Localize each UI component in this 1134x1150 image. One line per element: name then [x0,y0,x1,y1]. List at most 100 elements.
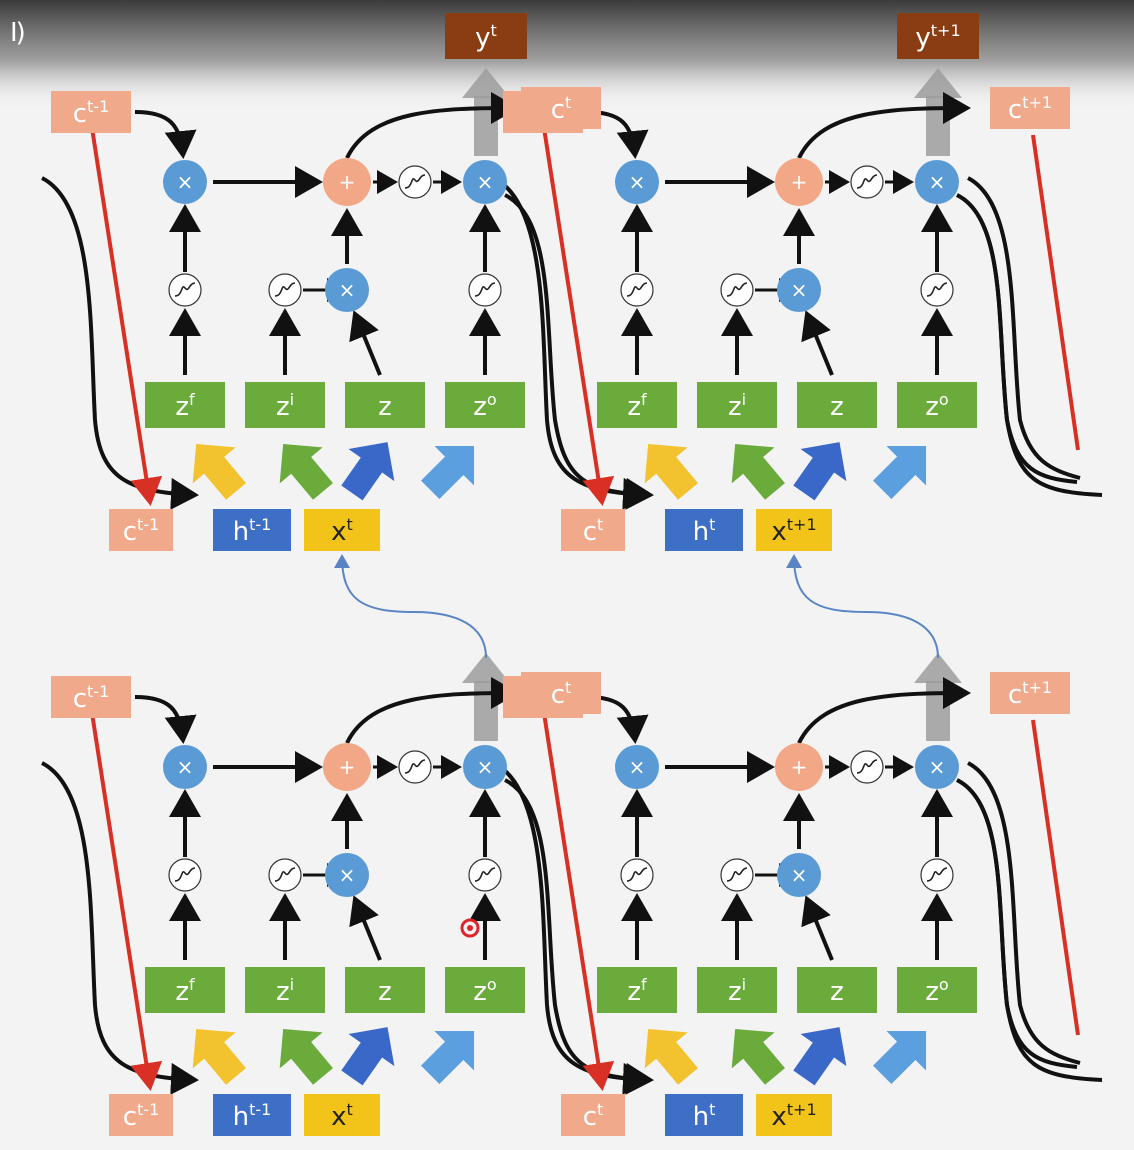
row0-cell1-cell-path-next [1031,134,1080,451]
row0-c-mid-rect [521,87,601,129]
row0-cell1-tanh-out [850,165,884,199]
row0-cell1-input-arrow-i-shape [731,443,785,500]
row0-cell1-input-arrow-o [873,445,927,499]
row0-cell1-sigma-o [920,273,954,307]
row1-cell0-forget-mult-symbol: × [177,755,194,779]
row0-cell0-y-out: yt [445,13,527,59]
row0-cell0-tanh-out [398,165,432,199]
row0-cell1-gate-2-rect [797,382,877,428]
row1-cell1-input-arrow-i-shape [731,1028,785,1085]
row0-cell1-sigma-o-curve [926,282,948,297]
row0-cell1-input-arrow-f-shape [644,443,698,500]
row1-cell0-output-arrow-head [462,653,510,683]
row1-cell0-gate-2-label: z [378,977,392,1007]
row1-cell1-add-node-circle [775,743,823,791]
row0-cell0-output-arrow-head [462,68,510,98]
row0-cell1-input-c: ct [561,509,625,551]
row1-cell1-forget-mult: × [615,745,659,789]
row0-cell1-output-arrow-head [914,68,962,98]
row1-cell0-input-x: xt [304,1094,380,1136]
row1-cell1-gate-0-label: zf [627,975,647,1007]
row0-cell0-add-node-symbol: + [339,170,356,194]
row1-cell1-cell-path [542,712,615,1091]
row1-cell0-gate-0-label: zf [175,975,195,1007]
row0-cell0-input-x-rect [304,509,380,551]
row1-cell1-input-x-label: xt+1 [771,1100,816,1132]
row0-cell1-forget-mult-circle [615,160,659,204]
row0-cell1-gate-3-label: zo [925,390,948,422]
pause-icon[interactable]: I) [10,18,26,48]
cursor-dot [467,925,473,931]
row0-cell0-y-out-label: yt [475,21,497,53]
row1-cell1-input-c-label: ct [583,1100,604,1132]
row0-cell1-forget-mult: × [615,160,659,204]
row0-cell0-sigma-o [468,273,502,307]
row0-cell0-sigma-f [168,273,202,307]
row0-cell0-gate-0-rect [145,382,225,428]
row0-cell0-c-prev-rect [51,91,131,133]
row1-cell0-gate-3-rect [445,967,525,1013]
row1-cell0-forget-mult: × [163,745,207,789]
row1-cell1-input-c: ct [561,1094,625,1136]
row1-cell1-h-exit [967,761,1081,1065]
row1-cell0-input-arrow-o [421,1030,475,1084]
row1-cell0-sigma-f-circle [168,858,202,892]
row1-cell1-output-mult-circle [915,745,959,789]
row1-cell1-forget-mult-symbol: × [629,755,646,779]
row0-cell1-cell-path [542,127,615,506]
row1-cell1-sigma-i [720,858,754,892]
row1-cell0-gate-1: zi [245,967,325,1013]
row1-cell1-output-mult-symbol: × [929,755,946,779]
row1-cell1-c-next-label: ct+1 [1008,678,1052,710]
row1-cell0-tanh-out-circle [398,750,432,784]
row0-cell0-gate-1-label: zi [276,390,294,422]
row1-cell1-sigma-o-circle [920,858,954,892]
row0-cell1-h-exit [967,176,1081,480]
row0-cell1-y-out-rect [897,13,979,59]
row0-cell1-output-mult-symbol: × [929,170,946,194]
row1-cell1-input-mult: × [777,853,821,897]
row1-cell0-c-prev: ct-1 [51,676,131,718]
feed-arrow-1 [786,554,939,659]
row1-cell1-input-arrow-z-shape [793,1027,847,1086]
row0-cell1-input-mult-symbol: × [791,278,808,302]
row1-cell1-gate-3-label: zo [925,975,948,1007]
row1-cell1-input-arrow-f [644,1028,698,1085]
row0-cell0-tanh-out-curve [404,174,426,189]
row1-cell1-c-next-rect [990,672,1070,714]
row1-cell1-sigma-f-circle [620,858,654,892]
row1-cell1-input-mult-circle [777,853,821,897]
row0-cell1-sigma-f [620,273,654,307]
row0-cell1-input-mult-circle [777,268,821,312]
row1-cell1-sigma-i-circle [720,858,754,892]
row1-cell1-input-h-rect [665,1094,743,1136]
row0-cell1-c-next: ct+1 [990,87,1070,129]
row0-cell0-gate-1-rect [245,382,325,428]
row0-cell0-forget-mult-circle [163,160,207,204]
row0-cell1-y-out: yt+1 [897,13,979,59]
row0-cell0-c-in [134,110,197,159]
row0-cell1-input-h: ht [665,509,743,551]
row0-cell1-input-c-label: ct [583,515,604,547]
row0-cell0-sigma-i-curve [274,282,296,297]
row1-cell1-input-c-rect [561,1094,625,1136]
row1-cell1-sigma-i-curve [726,867,748,882]
row0-cell1-gate-2: z [797,382,877,428]
row0-cell0-c-prev-label: ct-1 [73,97,110,129]
row1-cell0-gate-1-rect [245,967,325,1013]
row1-cell0-cell-path [90,712,163,1091]
row1-cell0-sigma-f [168,858,202,892]
row0-cell1-output-arrow-stem [926,96,950,156]
row0-cell0-input-arrow-i-shape [279,443,333,500]
row1-cell0-input-arrow-z [341,1027,395,1086]
row1-cell1-gate-0: zf [597,967,677,1013]
row1-cell0-sigma-i-curve [274,867,296,882]
row1-cell1-gate-0-rect [597,967,677,1013]
row0-cell1-tanh-out-curve [856,174,878,189]
row0-cell0-input-arrow-f-shape [192,443,246,500]
row0-cell1-c-next-label: ct+1 [1008,93,1052,125]
row1-cell0-forget-mult-circle [163,745,207,789]
row0-cell1-add-node-symbol: + [791,170,808,194]
row1-c-mid-rect [521,672,601,714]
row0-cell1-input-arrow-z-shape [793,442,847,501]
